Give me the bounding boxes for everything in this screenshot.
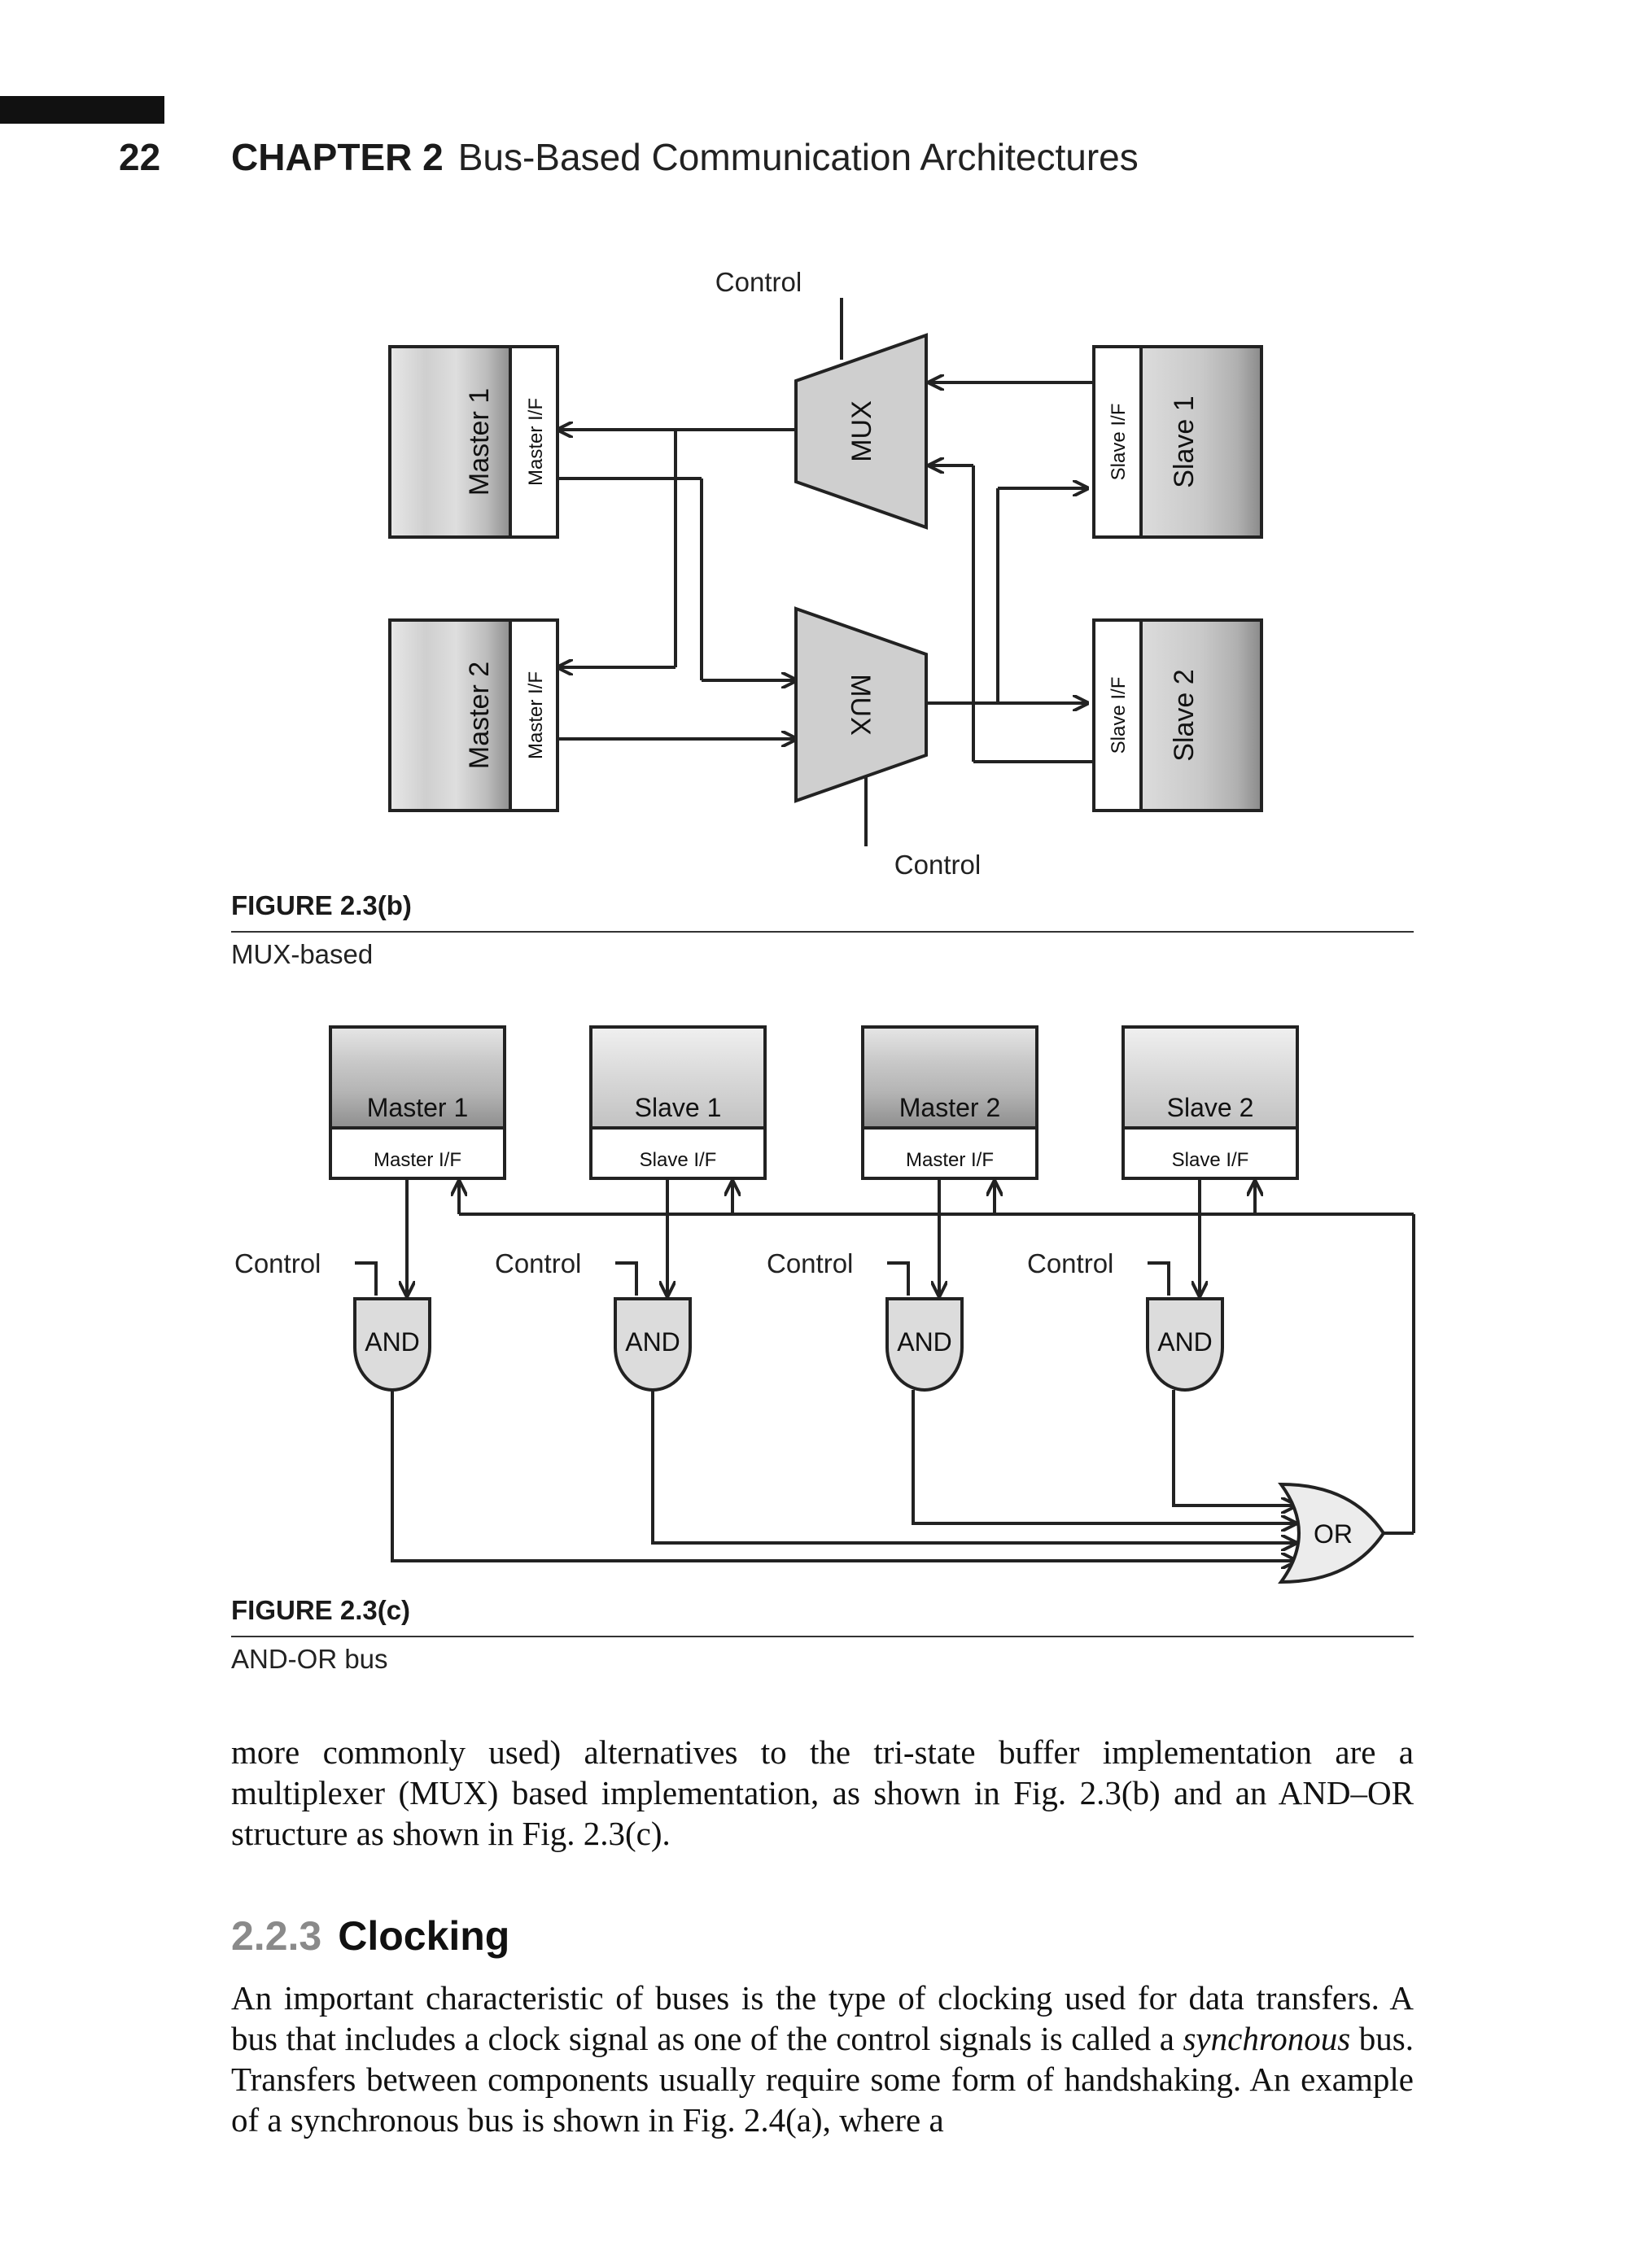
block-label: Slave 1 <box>635 1093 722 1122</box>
block-label: Master 2 <box>899 1093 1000 1122</box>
master2-label: Master 2 <box>464 662 495 769</box>
slave1-if-label: Slave I/F <box>1108 404 1130 481</box>
control-label: Control <box>1027 1248 1113 1278</box>
chapter-heading: CHAPTER 2 Bus-Based Communication Archite… <box>231 135 1139 179</box>
figure-2-3b-label: FIGURE 2.3(b) <box>231 890 412 920</box>
chapter-title: Bus-Based Communication Architectures <box>457 136 1139 178</box>
and-gate-label: AND <box>365 1327 420 1357</box>
figure-2-3c-caption: AND-OR bus <box>231 1644 388 1674</box>
block-iface-label: Slave I/F <box>1172 1149 1249 1171</box>
block-iface-label: Master I/F <box>906 1149 994 1171</box>
slave2-if-label: Slave I/F <box>1108 677 1130 754</box>
control-top-label: Control <box>715 267 802 297</box>
and-gate-label: AND <box>897 1327 952 1357</box>
body-paragraph-2-emphasis: synchronous <box>1183 2020 1351 2057</box>
control-label: Control <box>767 1248 853 1278</box>
figure-2-3b-diagram: Control Control Master 1 Master I/F Mast… <box>388 267 1263 880</box>
block-label: Slave 2 <box>1167 1093 1254 1122</box>
chapter-label: CHAPTER 2 <box>231 136 444 178</box>
master1-if-label: Master I/F <box>525 398 547 486</box>
slave1-label: Slave 1 <box>1169 395 1200 487</box>
figure-2-3c-rule <box>231 1636 1414 1637</box>
block-label: Master 1 <box>367 1093 468 1122</box>
figure-2-3b-caption: MUX-based <box>231 939 374 969</box>
control-label: Control <box>234 1248 321 1278</box>
or-gate-label: OR <box>1314 1519 1353 1549</box>
body-paragraph-2-part-a: An important characteristic of buses is … <box>231 1979 1414 2057</box>
figure-2-3c-diagram: Master 1 Master I/F Slave 1 Slave I/F Ma… <box>234 1025 1415 1584</box>
page-number: 22 <box>119 136 161 178</box>
master2-if-label: Master I/F <box>525 671 547 759</box>
block-iface-label: Master I/F <box>374 1149 461 1171</box>
figure-2-3c-label: FIGURE 2.3(c) <box>231 1595 411 1625</box>
and-gate-label: AND <box>625 1327 680 1357</box>
body-paragraph-2: An important characteristic of buses is … <box>231 1977 1414 2140</box>
block-iface-label: Slave I/F <box>640 1149 717 1171</box>
control-bottom-label: Control <box>894 850 981 880</box>
figure-2-3b-rule <box>231 931 1414 933</box>
body-paragraph-1: more commonly used) alternatives to the … <box>231 1733 1414 1852</box>
section-number: 2.2.3 <box>231 1913 322 1959</box>
control-label: Control <box>495 1248 581 1278</box>
mux-bottom-label: MUX <box>845 674 876 736</box>
master1-label: Master 1 <box>464 388 495 496</box>
and-gate-label: AND <box>1157 1327 1213 1357</box>
mux-top-label: MUX <box>846 400 877 462</box>
slave2-label: Slave 2 <box>1169 669 1200 761</box>
section-heading: 2.2.3 Clocking <box>231 1912 509 1960</box>
section-title: Clocking <box>338 1913 510 1959</box>
body-paragraph-2-part-b: bus. Transfers between components usuall… <box>231 2020 1414 2139</box>
header-bar <box>0 96 164 124</box>
